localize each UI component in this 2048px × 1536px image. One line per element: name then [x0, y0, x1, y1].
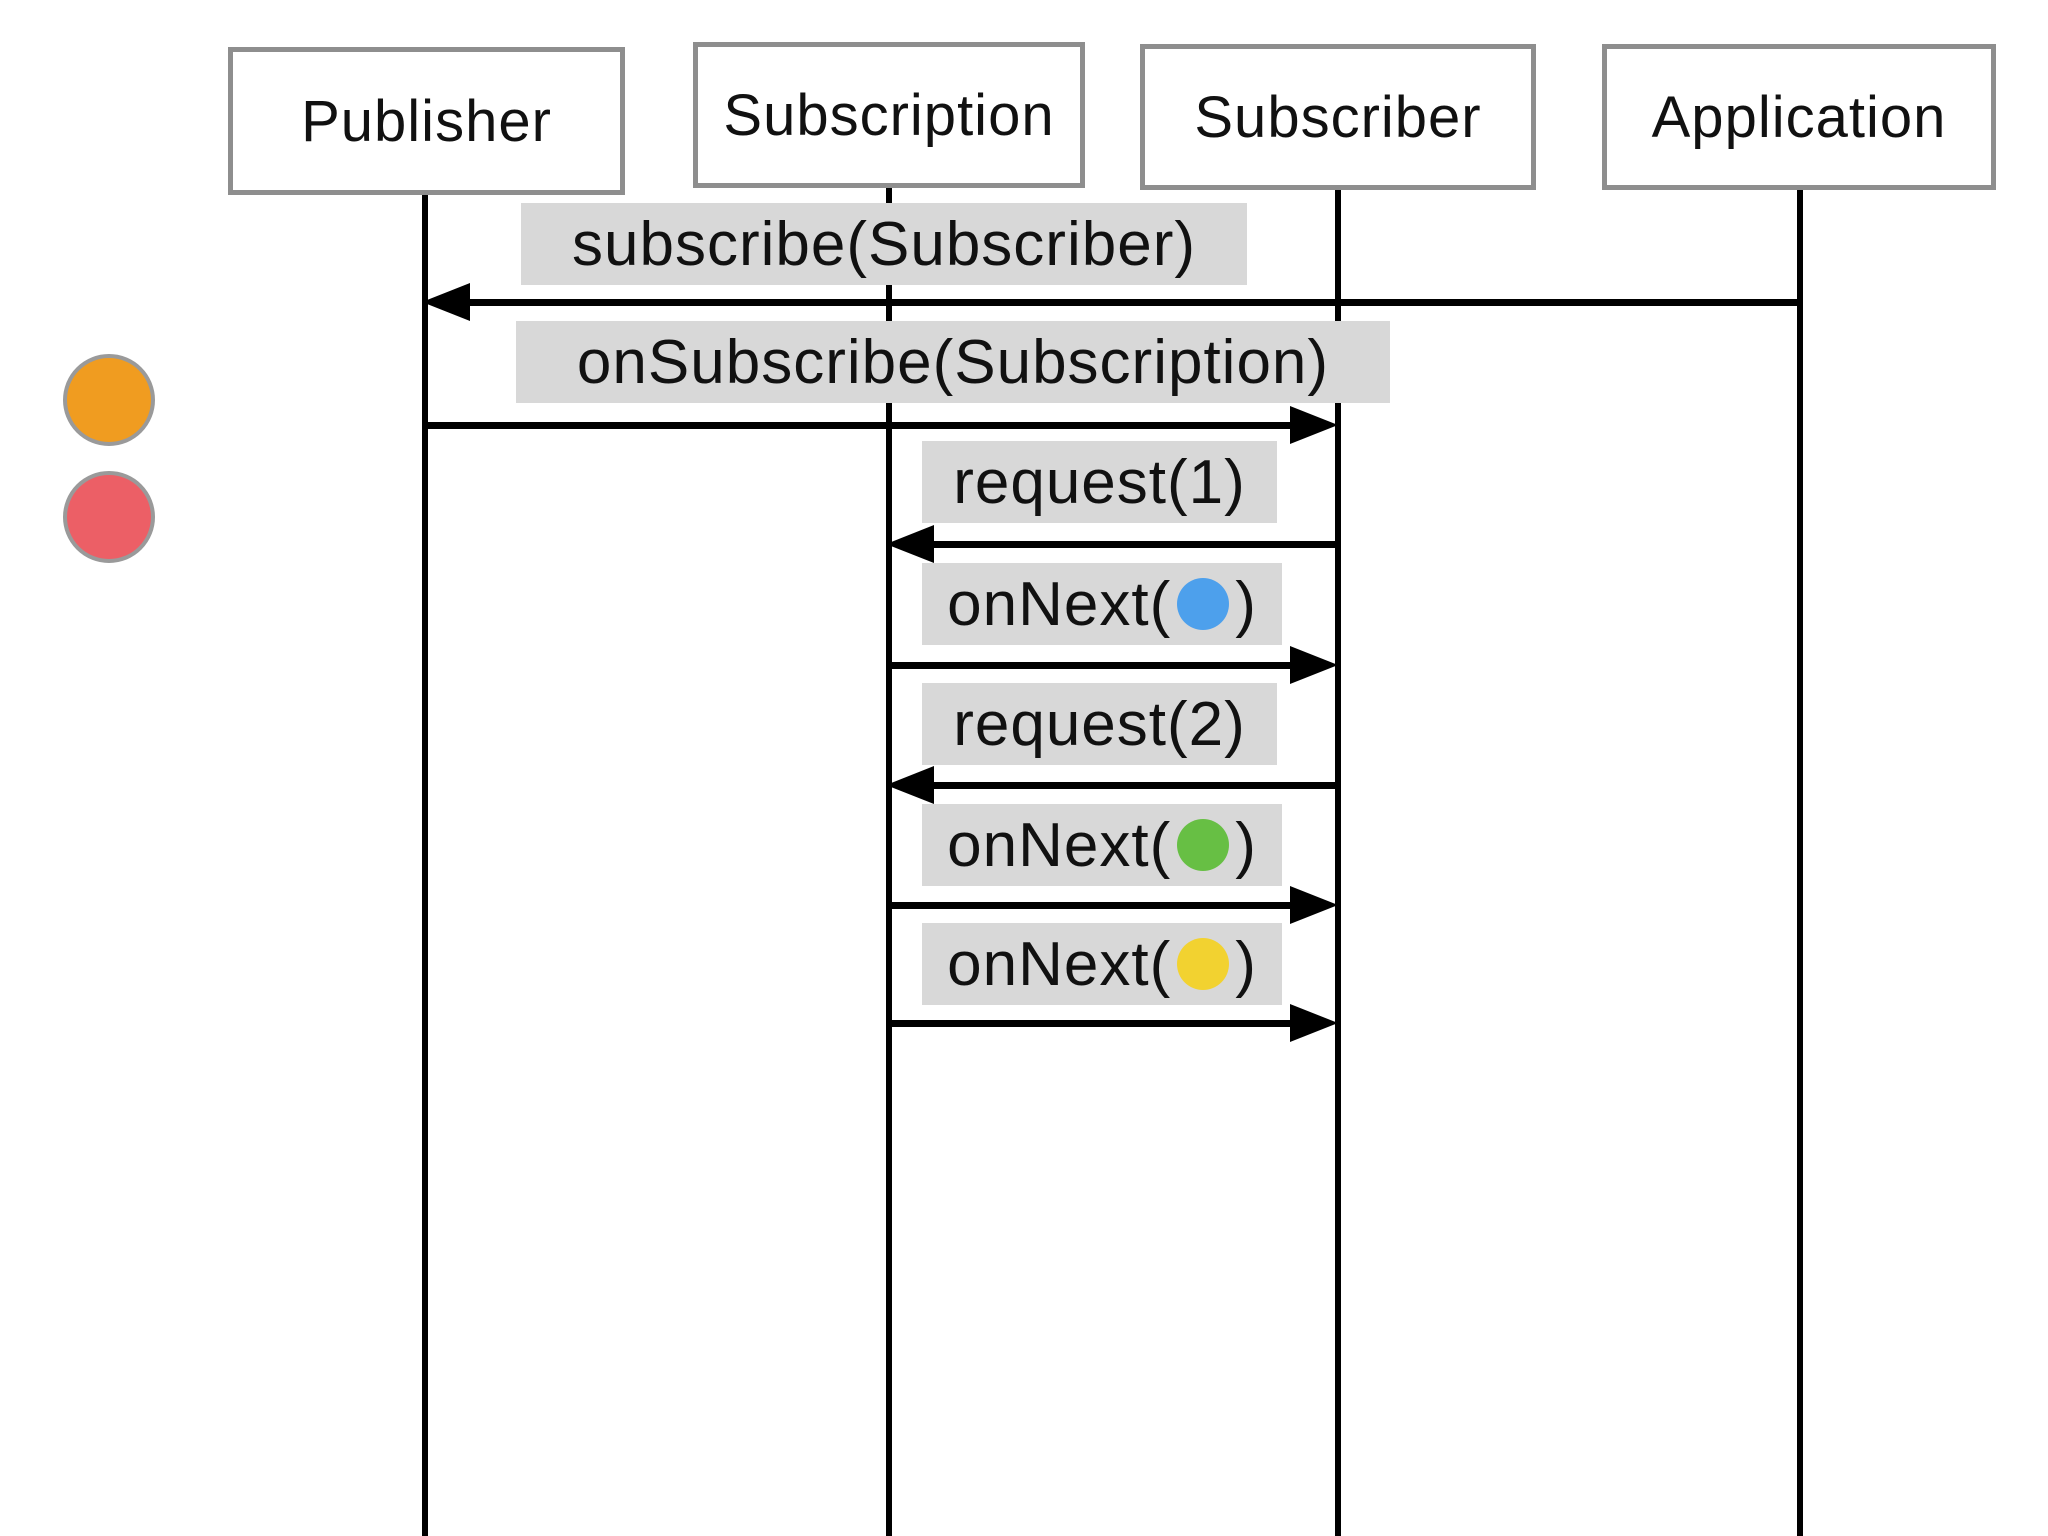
message-text-request1: request(1)	[953, 447, 1246, 517]
message-label-onnext-green: onNext( )	[922, 804, 1282, 886]
message-text-onnext-suffix: )	[1235, 929, 1257, 999]
item-dot-blue	[1177, 578, 1230, 630]
message-label-onsubscribe: onSubscribe(Subscription)	[516, 321, 1390, 403]
arrow-shaft-subscribe	[455, 299, 1800, 306]
actor-label-publisher: Publisher	[301, 88, 552, 154]
message-text-request2: request(2)	[953, 689, 1246, 759]
actor-box-application: Application	[1602, 44, 1996, 190]
arrowhead-right-icon	[1290, 1004, 1338, 1042]
message-text-onnext-prefix: onNext(	[947, 810, 1172, 880]
message-label-onnext-blue: onNext( )	[922, 563, 1282, 645]
message-text-onnext-suffix: )	[1235, 569, 1257, 639]
arrow-shaft-onnext-yellow	[889, 1020, 1293, 1027]
message-label-onnext-yellow: onNext( )	[922, 923, 1282, 1005]
actor-box-subscriber: Subscriber	[1140, 44, 1536, 190]
actor-box-subscription: Subscription	[693, 42, 1085, 188]
actor-box-publisher: Publisher	[228, 47, 625, 195]
pending-item-dot-red	[63, 471, 155, 563]
message-label-subscribe: subscribe(Subscriber)	[521, 203, 1247, 285]
arrowhead-left-icon	[422, 283, 470, 321]
item-dot-yellow	[1177, 938, 1230, 990]
arrowhead-left-icon	[886, 766, 934, 804]
message-text-onnext-prefix: onNext(	[947, 929, 1172, 999]
lifeline-application	[1797, 190, 1803, 1536]
message-label-request1: request(1)	[922, 441, 1277, 523]
pending-item-dot-orange	[63, 354, 155, 446]
arrowhead-right-icon	[1290, 886, 1338, 924]
arrow-shaft-request2	[920, 782, 1338, 789]
lifeline-subscriber	[1335, 190, 1341, 1536]
arrow-shaft-onnext-green	[889, 902, 1293, 909]
message-text-onnext-prefix: onNext(	[947, 569, 1172, 639]
arrow-shaft-onnext-blue	[889, 662, 1293, 669]
message-text-onsubscribe: onSubscribe(Subscription)	[576, 327, 1330, 397]
message-text-onnext-suffix: )	[1235, 810, 1257, 880]
arrowhead-left-icon	[886, 525, 934, 563]
lifeline-publisher	[422, 195, 428, 1536]
item-dot-green	[1177, 819, 1230, 871]
arrow-shaft-onsubscribe	[425, 422, 1292, 429]
arrow-shaft-request1	[920, 541, 1338, 548]
message-text-subscribe: subscribe(Subscriber)	[572, 209, 1196, 279]
lifeline-subscription	[886, 188, 892, 1536]
actor-label-subscription: Subscription	[723, 82, 1055, 148]
actor-label-application: Application	[1651, 84, 1947, 150]
actor-label-subscriber: Subscriber	[1194, 84, 1482, 150]
message-label-request2: request(2)	[922, 683, 1277, 765]
arrowhead-right-icon	[1290, 406, 1338, 444]
arrowhead-right-icon	[1290, 646, 1338, 684]
